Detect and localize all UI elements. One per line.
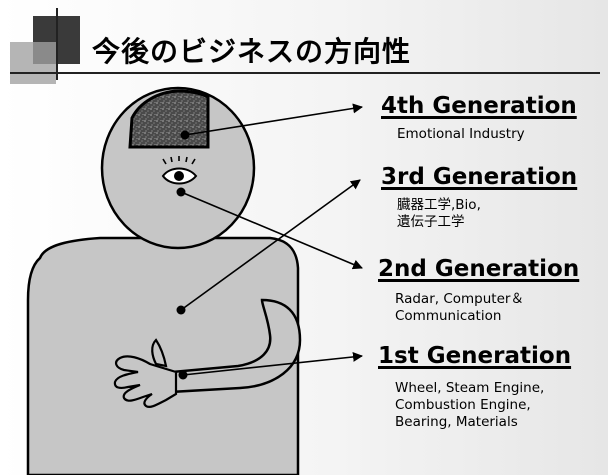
gen-2nd-desc-line: Communication xyxy=(395,308,502,324)
gen-2nd-desc-line: Radar, Computer＆ xyxy=(395,291,524,307)
gen-4th-desc: Emotional Industry xyxy=(397,126,525,143)
slide-title: 今後のビジネスの方向性 xyxy=(92,35,412,68)
gen-2nd-heading: 2nd Generation xyxy=(378,256,580,282)
arrow-3rd xyxy=(180,179,361,311)
deco-square-mid xyxy=(33,42,56,64)
arrow-4th xyxy=(184,103,363,136)
gen-1st-desc-line: Wheel, Steam Engine, xyxy=(395,380,545,396)
hand xyxy=(113,355,178,408)
gen-3rd-heading: 3rd Generation xyxy=(381,164,578,190)
title-underline xyxy=(10,72,600,74)
gen-1st-desc-line: Combustion Engine, xyxy=(395,397,531,413)
gen-3rd-desc-line: 臓器工学,Bio, xyxy=(397,197,481,213)
gen-4th-desc-line: Emotional Industry xyxy=(397,126,525,142)
arrow-2nd xyxy=(180,191,363,270)
gen-3rd-desc-line: 遺伝子工学 xyxy=(397,214,465,230)
gen-2nd-desc: Radar, Computer＆ Communication xyxy=(395,291,524,325)
gen-1st-desc: Wheel, Steam Engine, Combustion Engine, … xyxy=(395,380,544,431)
gen-1st-heading: 1st Generation xyxy=(378,343,572,369)
eye xyxy=(161,156,198,185)
arm xyxy=(168,298,302,394)
gen-1st-desc-line: Bearing, Materials xyxy=(395,414,518,430)
gen-4th-heading: 4th Generation xyxy=(381,93,577,119)
gen-3rd-desc: 臓器工学,Bio, 遺伝子工学 xyxy=(397,197,481,231)
arrow-1st xyxy=(182,351,363,376)
deco-vertical-line xyxy=(56,8,58,80)
